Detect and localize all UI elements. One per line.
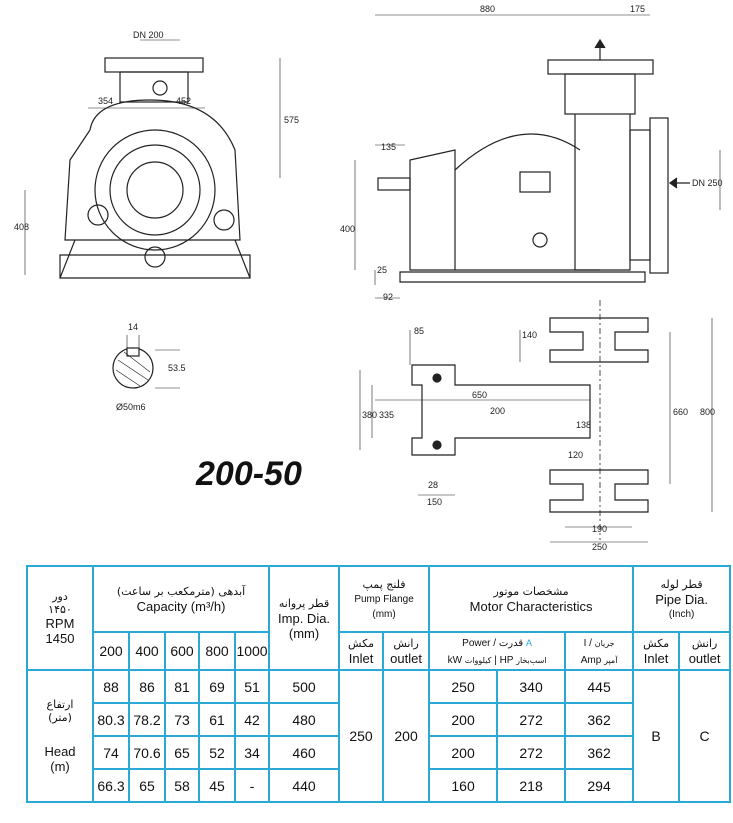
- dimension-lines: [24, 14, 721, 543]
- dim-150: 150: [427, 497, 442, 507]
- motor-header: مشخصات موتور Motor Characteristics: [428, 565, 635, 633]
- pump-front-view: [59, 57, 251, 279]
- dim-408: 408: [14, 222, 29, 232]
- dim-28: 28: [428, 480, 438, 490]
- head-cell: 34: [233, 735, 271, 770]
- foundation-profile: [549, 300, 649, 540]
- imp-dia-header: قطر پروانه Imp. Dia. (mm): [268, 565, 341, 671]
- imp-dia-cell: 480: [268, 702, 341, 737]
- head-cell: 86: [128, 669, 166, 704]
- dim-650: 650: [472, 390, 487, 400]
- hp-cell: 272: [496, 702, 567, 737]
- imp-dia-cell: 440: [268, 768, 341, 803]
- pipe-outlet-header: رانش outlet: [678, 631, 732, 671]
- head-cell: 80.3: [92, 702, 130, 737]
- dim-135: 135: [381, 142, 396, 152]
- dim-800: 800: [700, 407, 715, 417]
- hp-cell: 272: [496, 735, 567, 770]
- dim-14: 14: [128, 322, 138, 332]
- imp-dia-cell: 500: [268, 669, 341, 704]
- dim-452: 452: [176, 96, 191, 106]
- head-cell: 88: [92, 669, 130, 704]
- rpm-header: دور ۱۴۵۰ RPM 1450: [26, 565, 94, 671]
- shaft-section: [112, 335, 180, 389]
- head-cell: 58: [164, 768, 200, 803]
- imp-dia-cell: 460: [268, 735, 341, 770]
- pipe-inlet-value: B: [632, 669, 681, 803]
- amp-cell: 362: [564, 735, 635, 770]
- dim-92: 92: [383, 292, 393, 302]
- head-cell: 81: [164, 669, 200, 704]
- head-cell: 74: [92, 735, 130, 770]
- dim-138: 138: [576, 420, 591, 430]
- dim-575: 575: [284, 115, 299, 125]
- dim-120: 120: [568, 450, 583, 460]
- flange-outlet-value: 200: [382, 669, 431, 803]
- model-title: 200-50: [196, 455, 302, 493]
- pipe-header: قطر لوله Pipe Dia. (Inch): [632, 565, 732, 633]
- head-cell: 66.3: [92, 768, 130, 803]
- hp-cell: 340: [496, 669, 567, 704]
- head-cell: 52: [198, 735, 236, 770]
- dim-400: 400: [340, 224, 355, 234]
- head-cell: 51: [233, 669, 271, 704]
- head-cell: 73: [164, 702, 200, 737]
- kw-cell: 200: [428, 735, 499, 770]
- dim-335: 335: [379, 410, 394, 420]
- spec-table: دور ۱۴۵۰ RPM 1450 آبدهی (مترمکعب بر ساعت…: [26, 565, 732, 803]
- capacity-3: 800: [198, 631, 236, 671]
- dim-190: 190: [592, 524, 607, 534]
- amp-cell: 294: [564, 768, 635, 803]
- head-cell: -: [233, 768, 271, 803]
- current-header: I / جریان Amp آمپر: [564, 631, 635, 671]
- dim-shaft: Ø50m6: [116, 402, 146, 412]
- head-header: ارتفاع (متر) Head (m): [26, 669, 94, 803]
- head-cell: 70.6: [128, 735, 166, 770]
- head-cell: 78.2: [128, 702, 166, 737]
- head-cell: 61: [198, 702, 236, 737]
- dim-354: 354: [98, 96, 113, 106]
- dim-53-5: 53.5: [168, 363, 186, 373]
- pipe-inlet-header: مکش Inlet: [632, 631, 681, 671]
- dim-dn250: DN 250: [692, 178, 723, 188]
- hp-cell: 218: [496, 768, 567, 803]
- head-cell: 69: [198, 669, 236, 704]
- dim-200: 200: [490, 406, 505, 416]
- pump-side-view: [377, 38, 690, 283]
- dim-25: 25: [377, 265, 387, 275]
- flange-outlet-header: رانش outlet: [382, 631, 431, 671]
- head-cell: 45: [198, 768, 236, 803]
- capacity-4: 1000: [233, 631, 271, 671]
- capacity-2: 600: [164, 631, 200, 671]
- flange-header: فلنج پمپ Pump Flange (mm): [338, 565, 431, 633]
- kw-cell: 200: [428, 702, 499, 737]
- head-cell: 65: [128, 768, 166, 803]
- flange-inlet-value: 250: [338, 669, 385, 803]
- dim-250: 250: [592, 542, 607, 552]
- amp-cell: 362: [564, 702, 635, 737]
- dim-380: 380: [362, 410, 377, 420]
- capacity-0: 200: [92, 631, 130, 671]
- flange-inlet-header: مکش Inlet: [338, 631, 385, 671]
- kw-cell: 250: [428, 669, 499, 704]
- dim-85: 85: [414, 326, 424, 336]
- capacity-1: 400: [128, 631, 166, 671]
- head-cell: 42: [233, 702, 271, 737]
- dim-175: 175: [630, 4, 645, 14]
- dim-dn200: DN 200: [133, 30, 164, 40]
- capacity-header: آبدهی (مترمکعب بر ساعت) Capacity (m³/h): [91, 565, 271, 633]
- dim-140: 140: [522, 330, 537, 340]
- dim-880: 880: [480, 4, 495, 14]
- base-frame-plan: [411, 364, 591, 456]
- amp-cell: 445: [564, 669, 635, 704]
- pipe-outlet-value: C: [678, 669, 732, 803]
- power-header: Power / قدرت A kW کیلووات | HP اسب‌بخار: [428, 631, 567, 671]
- dim-660: 660: [673, 407, 688, 417]
- technical-drawing: DN 200 354 452 575 408 880 175 135 400 2…: [14, 4, 723, 552]
- head-cell: 65: [164, 735, 200, 770]
- kw-cell: 160: [428, 768, 499, 803]
